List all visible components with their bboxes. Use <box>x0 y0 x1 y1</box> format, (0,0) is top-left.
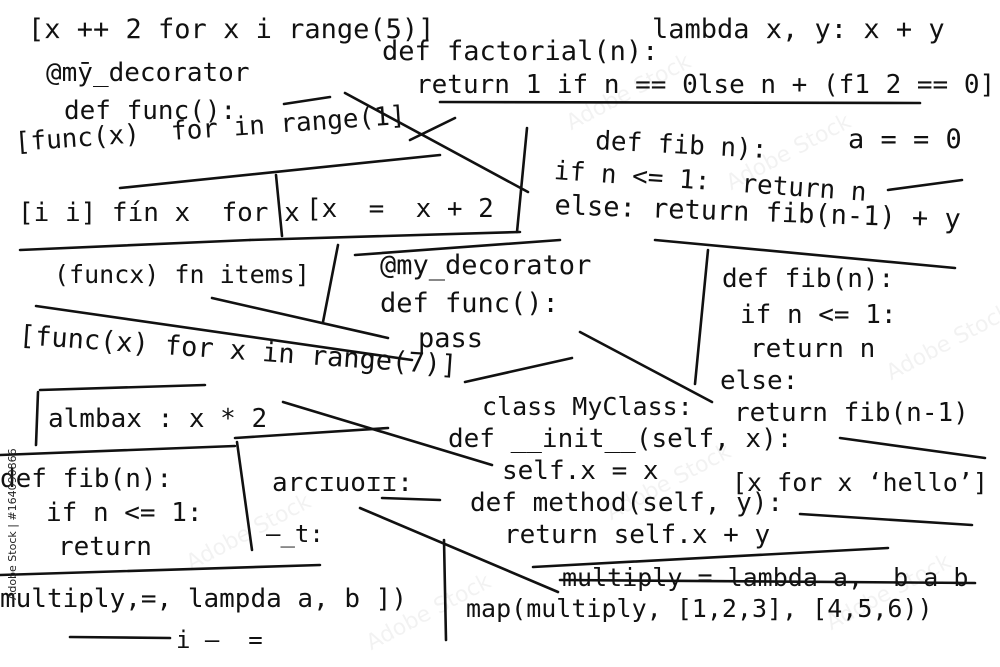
line <box>578 330 714 404</box>
line <box>463 356 574 384</box>
code-snippet: class MyClass: <box>482 392 693 421</box>
line <box>38 383 207 392</box>
code-snippet: @mȳ_decorator <box>46 58 250 88</box>
code-snippet: pass <box>418 323 484 354</box>
code-snippet: else: <box>720 366 799 396</box>
line <box>353 238 562 257</box>
line <box>693 248 710 386</box>
line <box>531 546 890 569</box>
code-snippet: if n <= 1: <box>740 300 897 330</box>
line <box>0 563 322 577</box>
line <box>798 512 974 527</box>
code-snippet: [i i] fín x for x <box>18 198 300 228</box>
code-snippet: def method(self, y): <box>470 488 784 518</box>
line <box>118 153 442 190</box>
code-snippet: —_t: <box>266 520 324 548</box>
line <box>0 444 237 457</box>
line <box>235 440 254 552</box>
code-snippet: if n <= 1: <box>46 498 203 528</box>
code-snippet: [x for x ‘hello’] <box>732 468 988 497</box>
line <box>274 173 284 238</box>
line <box>68 635 172 640</box>
line <box>34 390 40 447</box>
code-snippet: return n <box>750 334 876 364</box>
line <box>515 126 529 234</box>
code-snippet: def fib(n): <box>722 264 895 294</box>
line <box>838 436 987 460</box>
line <box>18 238 252 252</box>
code-snippet: [x ++ 2 for x i range(5)] <box>28 14 435 45</box>
line <box>282 95 332 106</box>
code-snippet: almbax : x * 2 <box>48 404 268 434</box>
line <box>233 426 390 440</box>
line <box>248 230 522 242</box>
code-snippet: def fib(n): <box>0 464 173 494</box>
line <box>438 100 922 105</box>
code-snippet: multiply,=, lampda a, b ]) <box>0 584 407 614</box>
line <box>558 578 977 585</box>
line <box>442 538 448 642</box>
line <box>210 296 390 340</box>
code-snippet: i — = <box>176 626 263 654</box>
code-snippet: return 1 if n == 0lse n + (f1 2 == 0] <box>416 70 996 100</box>
line <box>380 496 442 502</box>
code-snippet: self.x = x <box>502 456 659 486</box>
code-snippet: def __init__(self, x): <box>448 424 793 454</box>
line <box>653 238 957 270</box>
code-snippet: def func(): <box>380 288 559 319</box>
line <box>358 506 560 594</box>
code-snippet: multiply = lambda a, b a b <box>562 563 969 592</box>
code-snippet: @my_decorator <box>380 250 592 281</box>
code-snippet: return fib(n-1) <box>734 398 969 428</box>
code-snippet: return self.x + y <box>504 520 771 550</box>
code-snippet: a = = 0 <box>848 124 962 155</box>
line <box>408 116 457 142</box>
code-snippet: map(multiply, [1,2,3], [4,5,6)) <box>466 594 933 623</box>
code-snippet: lambda x, y: x + y <box>652 14 945 45</box>
code-snippet: (funcx) fn items] <box>54 260 310 289</box>
code-snippet: def func(): <box>64 96 237 126</box>
side-caption: Adobe Stock | #164090866 <box>6 448 19 600</box>
code-snippet: return <box>58 532 152 562</box>
code-snippet: [x = x + 2 <box>306 194 494 224</box>
line <box>343 91 530 194</box>
code-snippet: arcɪuoɪɪ: <box>272 468 413 498</box>
code-snippet: def factorial(n): <box>382 36 659 67</box>
line <box>281 400 494 467</box>
line <box>321 243 340 324</box>
line <box>886 178 964 192</box>
line <box>34 304 414 362</box>
